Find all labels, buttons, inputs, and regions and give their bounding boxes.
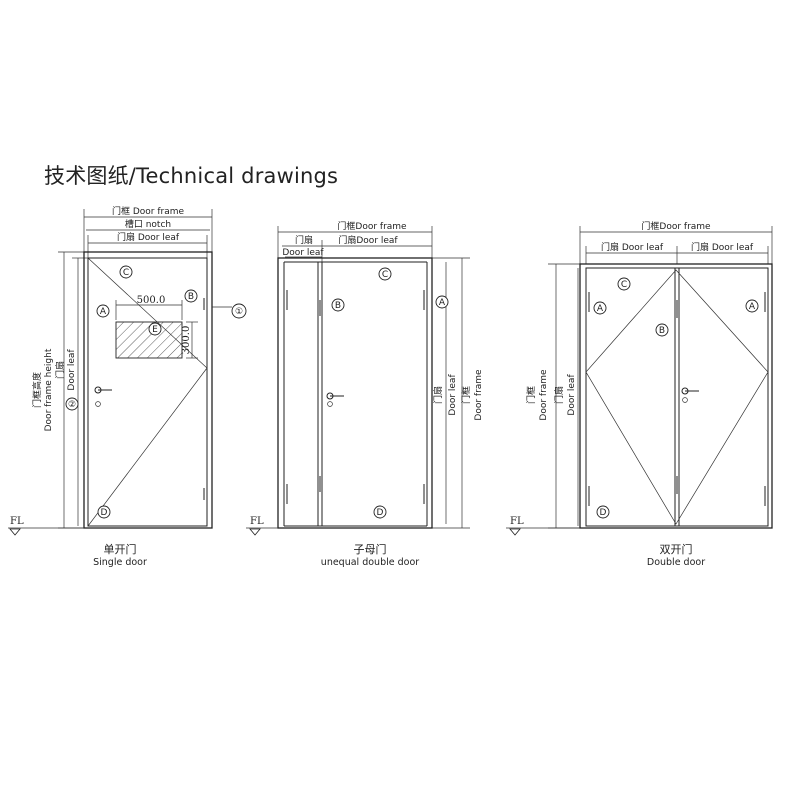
double-right-leaf-label: 门扇 Door leaf bbox=[691, 241, 754, 253]
unequal-small-leaf-en: Door leaf bbox=[282, 248, 324, 258]
unequal-marker-d-label: D bbox=[377, 508, 384, 518]
unequal-marker-c bbox=[378, 267, 392, 281]
single-frame-width-label: 门框 Door frame bbox=[112, 205, 185, 217]
double-left-leaf-label: 门扇 Door leaf bbox=[601, 241, 664, 253]
unequal-marker-a-label: A bbox=[439, 298, 446, 308]
unequal-marker-d bbox=[373, 505, 387, 519]
unequal-handle bbox=[326, 392, 344, 407]
unequal-leaf-height-cn: 门扇 bbox=[432, 386, 444, 404]
unequal-small-leaf-label: 门扇 bbox=[295, 234, 313, 246]
notch-width-dimension: 500.0 bbox=[137, 295, 166, 306]
unequal-frame-height-en: Door frame bbox=[474, 369, 484, 421]
single-marker-b bbox=[184, 289, 198, 303]
double-fl-label: FL bbox=[510, 516, 524, 527]
callout-2-label: ② bbox=[68, 400, 76, 410]
double-frame-height-cn: 门框 bbox=[525, 386, 537, 404]
single-frame-height-en: Door frame height bbox=[44, 348, 54, 431]
single-caption-cn: 单开门 bbox=[104, 542, 137, 556]
double-leaf-height-cn: 门扇 bbox=[553, 386, 565, 404]
double-door-frame bbox=[579, 263, 773, 529]
notch-height-dimension: 300.0 bbox=[181, 326, 192, 355]
single-marker-c bbox=[119, 265, 133, 279]
single-door-leaf bbox=[87, 257, 208, 527]
double-top-dimensions: 门框Door frame 门扇 Door leaf 门扇 Door leaf bbox=[579, 220, 773, 264]
double-marker-a-right bbox=[745, 299, 759, 313]
unequal-leaf-height-en: Door leaf bbox=[448, 374, 458, 416]
single-door-frame bbox=[83, 251, 213, 529]
single-leaf-height-cn: 门扇 bbox=[54, 361, 66, 379]
single-left-dimensions: 门框高度 Door frame height 门扇 Door leaf bbox=[31, 251, 88, 529]
double-marker-b bbox=[655, 323, 669, 337]
single-marker-e bbox=[148, 322, 162, 336]
double-marker-c bbox=[617, 277, 631, 291]
unequal-caption-en: unequal double door bbox=[321, 557, 419, 568]
page-title: 技术图纸/Technical drawings bbox=[44, 164, 339, 188]
unequal-top-dimensions: 门框Door frame 门扇 门扇Door leaf Door leaf bbox=[277, 220, 433, 262]
unequal-frame-width-label: 门框Door frame bbox=[337, 220, 407, 232]
double-marker-b-label: B bbox=[659, 326, 665, 336]
unequal-door-drawing: 门框Door frame 门扇 门扇Door leaf Door leaf 门扇… bbox=[246, 220, 484, 568]
single-caption-en: Single door bbox=[93, 557, 147, 568]
single-marker-e-label: E bbox=[152, 325, 158, 335]
unequal-leaf-width-label: 门扇Door leaf bbox=[338, 234, 398, 246]
callout-2 bbox=[65, 397, 79, 411]
double-frame-height-en: Door frame bbox=[539, 369, 549, 421]
callout-1-label: ① bbox=[235, 307, 243, 317]
double-marker-d bbox=[596, 505, 610, 519]
unequal-marker-b-label: B bbox=[335, 301, 341, 311]
single-marker-d bbox=[97, 505, 111, 519]
double-leaf-height-en: Door leaf bbox=[567, 374, 577, 416]
single-fl-label: FL bbox=[10, 516, 24, 527]
single-marker-a bbox=[96, 304, 110, 318]
double-marker-c-label: C bbox=[621, 280, 627, 290]
single-marker-c-label: C bbox=[123, 268, 129, 278]
double-caption-cn: 双开门 bbox=[660, 542, 693, 556]
unequal-frame-height-cn: 门框 bbox=[460, 386, 472, 404]
unequal-door-frame bbox=[277, 257, 433, 529]
double-swing-diamond bbox=[585, 269, 769, 525]
double-marker-a-left-label: A bbox=[597, 304, 604, 314]
callout-1 bbox=[231, 303, 247, 319]
single-leaf-height-en: Door leaf bbox=[67, 349, 77, 391]
double-marker-a-right-label: A bbox=[749, 302, 756, 312]
double-caption-en: Double door bbox=[647, 557, 705, 568]
double-door-leaves bbox=[585, 267, 769, 527]
unequal-marker-c-label: C bbox=[382, 270, 388, 280]
single-marker-d-label: D bbox=[101, 508, 108, 518]
double-door-drawing: 门框Door frame 门扇 Door leaf 门扇 Door leaf 门… bbox=[506, 220, 773, 568]
single-marker-a-label: A bbox=[100, 307, 107, 317]
unequal-marker-a bbox=[435, 295, 449, 309]
single-notch-label: 槽口 notch bbox=[125, 218, 171, 230]
single-swing-line bbox=[87, 257, 208, 527]
double-handle bbox=[681, 387, 699, 403]
double-marker-a-left bbox=[593, 301, 607, 315]
single-handle bbox=[94, 386, 112, 407]
single-top-dimensions: 门框 Door frame 槽口 notch 门扇 Door leaf bbox=[83, 205, 213, 258]
unequal-fl-label: FL bbox=[250, 516, 264, 527]
unequal-caption-cn: 子母门 bbox=[354, 542, 387, 556]
single-leaf-width-label: 门扇 Door leaf bbox=[117, 231, 180, 243]
single-marker-b-label: B bbox=[188, 292, 194, 302]
double-marker-d-label: D bbox=[600, 508, 607, 518]
single-door-drawing: 门框 Door frame 槽口 notch 门扇 Door leaf 门框高度… bbox=[8, 205, 247, 568]
double-left-dimensions: 门框 Door frame 门扇 Door leaf bbox=[525, 263, 586, 529]
single-frame-height-cn: 门框高度 bbox=[31, 372, 43, 408]
double-frame-width-label: 门框Door frame bbox=[641, 220, 711, 232]
unequal-marker-b bbox=[331, 298, 345, 312]
